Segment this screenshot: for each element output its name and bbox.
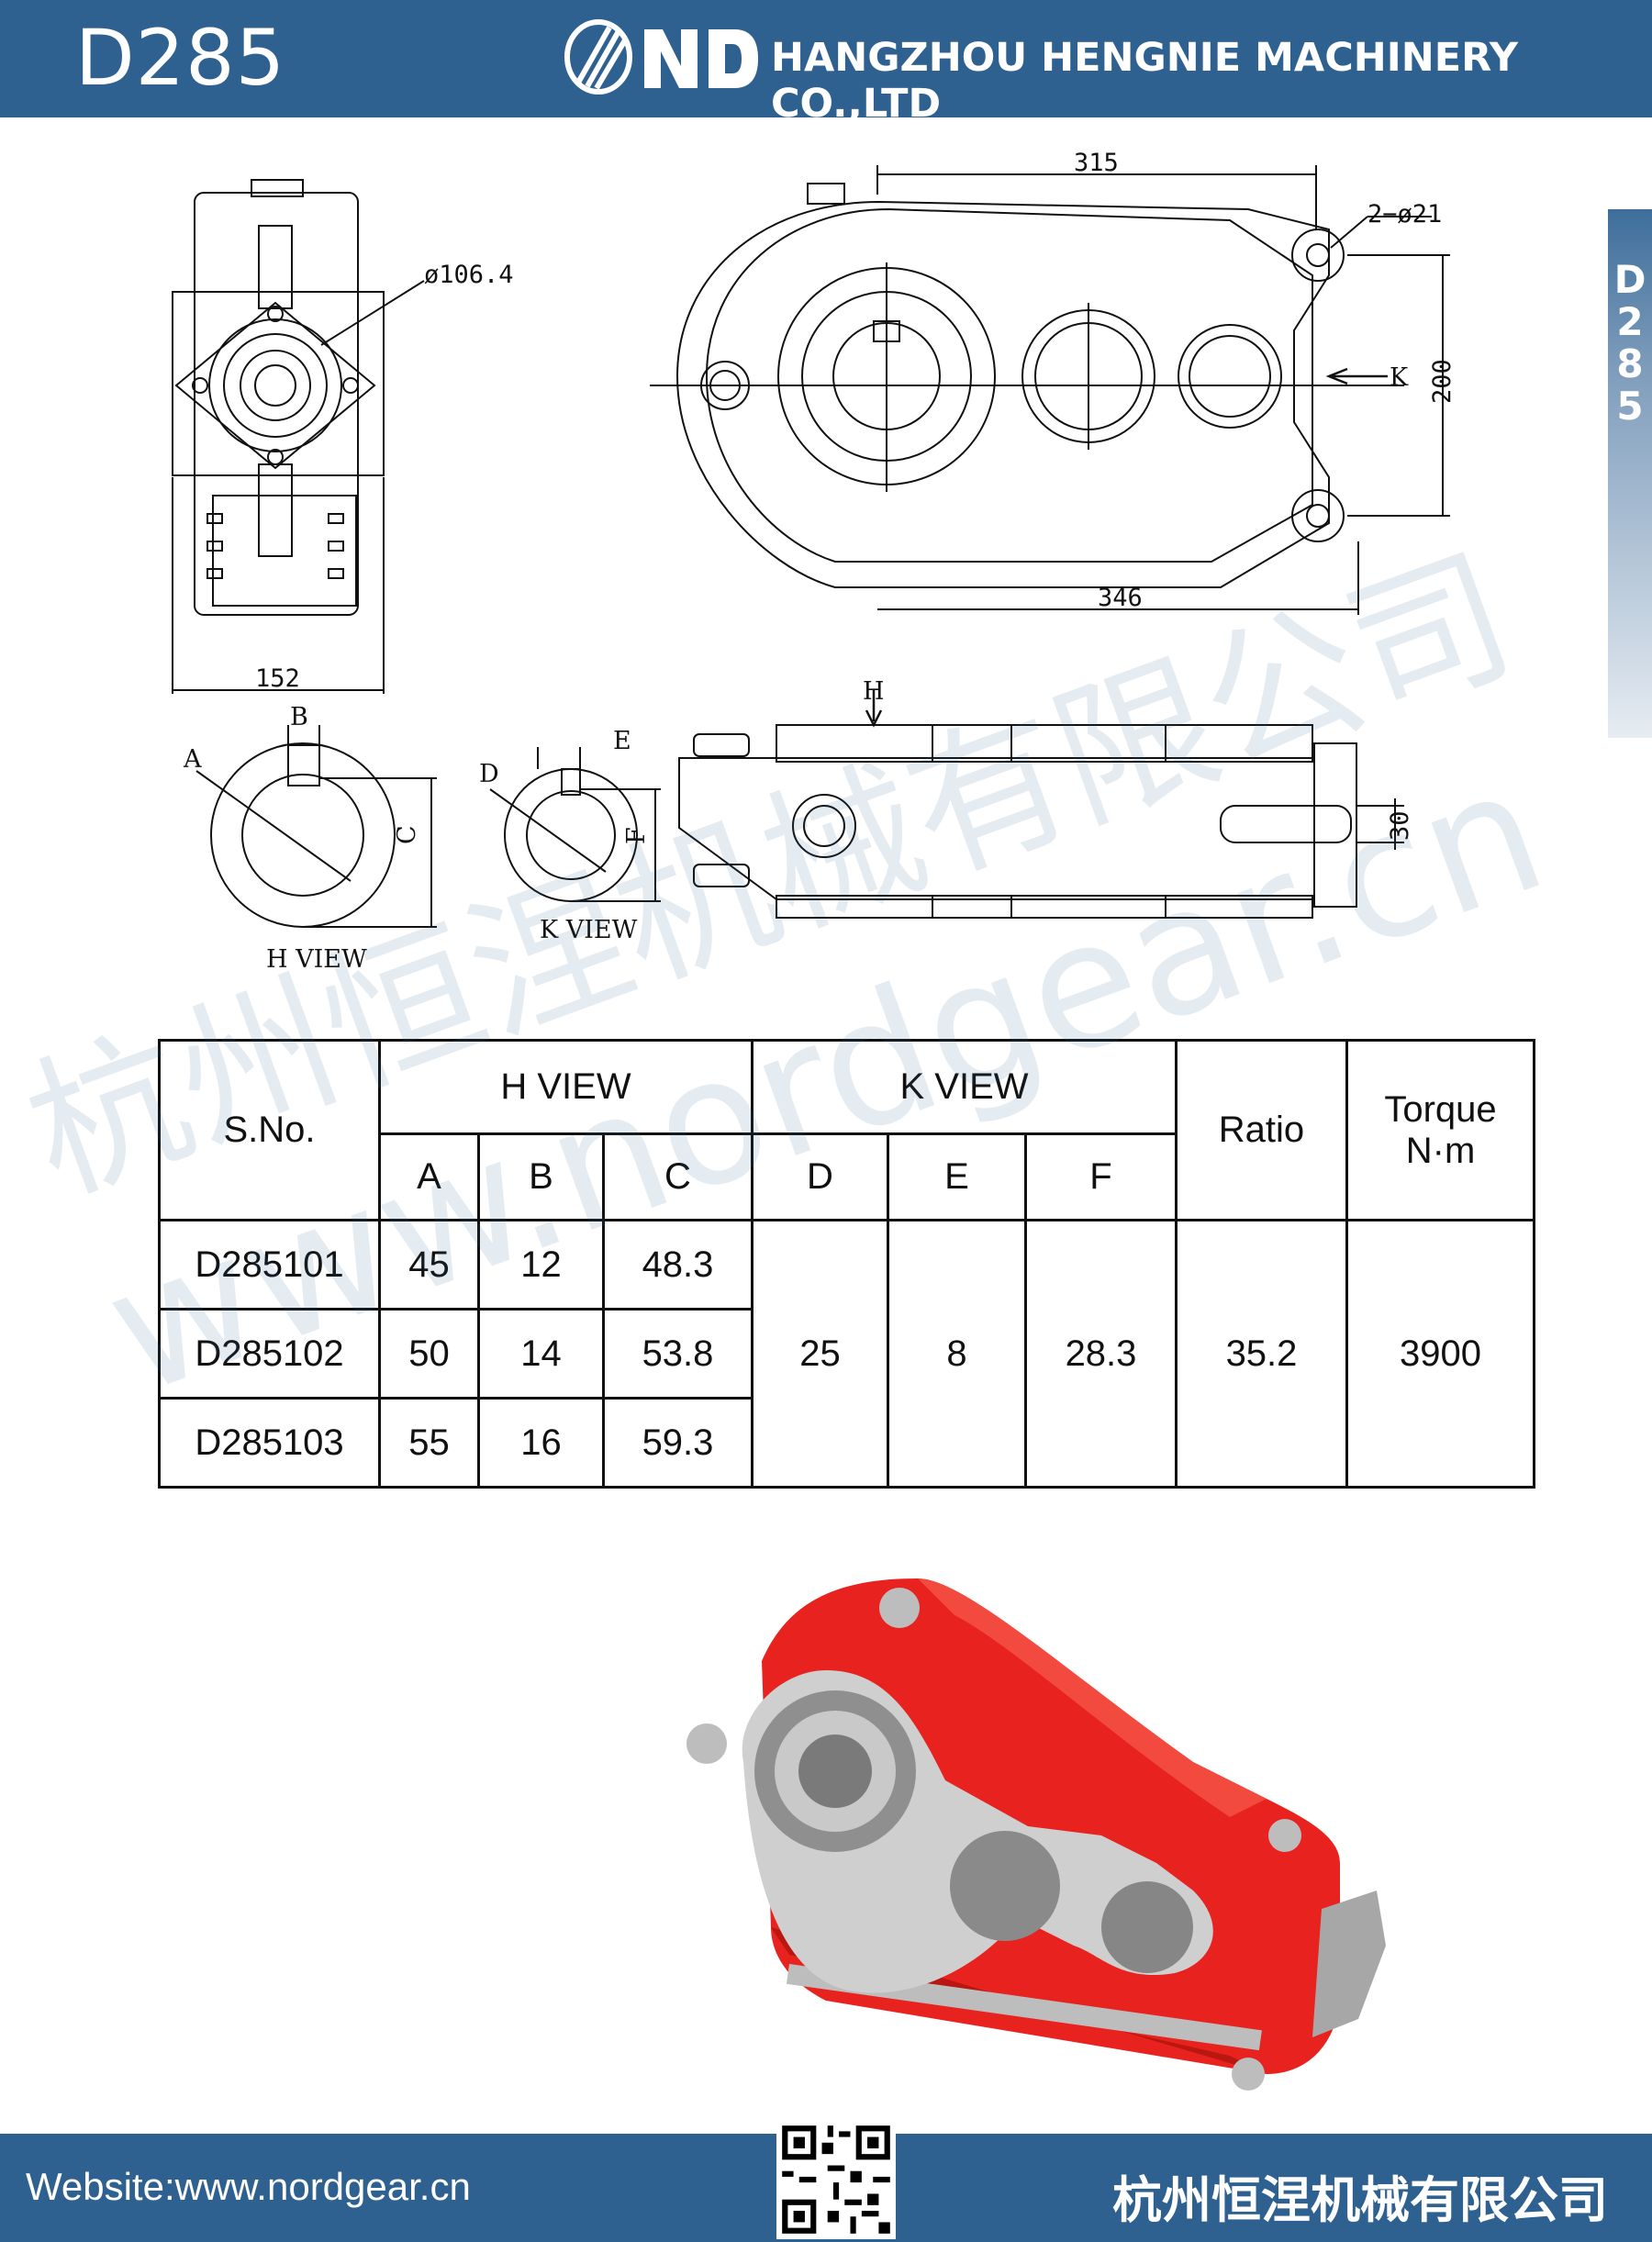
header-torque-label: Torque [1384,1088,1497,1130]
header-c: C [602,1132,753,1221]
cell-torque: 3900 [1345,1219,1535,1489]
header-torque-unit: N·m [1405,1130,1476,1171]
table-row: D285103 55 16 59.3 [158,1397,1535,1489]
side-letter: D [1613,257,1646,302]
cell-b: 16 [477,1397,605,1489]
dim-152: 152 [255,664,300,693]
product-photo [686,1578,1386,2091]
cell-c: 48.3 [602,1219,753,1311]
table-row: D285102 50 14 53.8 [158,1308,1535,1400]
cell-a: 45 [378,1219,480,1311]
cell-c: 59.3 [602,1397,753,1489]
top-view-drawing [678,690,1404,919]
dim-diameter: ø106.4 [424,261,514,289]
label-a: A [183,745,202,774]
header-ratio: Ratio [1175,1039,1348,1221]
side-model-tab: D 2 8 5 [1608,209,1652,738]
dim-315: 315 [1074,149,1119,177]
cell-a: 55 [378,1397,480,1489]
dim-holes: 2−ø21 [1367,200,1442,229]
k-view-drawing [489,747,661,902]
header-k-view: K VIEW [751,1039,1178,1135]
cell-f: 28.3 [1024,1219,1178,1489]
header-b: B [477,1132,605,1221]
company-name-cn: 杭州恒涅机械有限公司 [1112,2171,1608,2229]
cell-d: 25 [751,1219,889,1489]
cell-b: 14 [477,1308,605,1400]
header-e: E [887,1132,1027,1221]
cell-sno: D285101 [158,1219,381,1311]
cell-ratio: 35.2 [1175,1219,1348,1489]
cell-sno: D285102 [158,1308,381,1400]
label-e: E [613,727,631,755]
label-b: B [290,703,308,731]
label-h: H [863,677,885,706]
label-d: D [479,760,499,788]
header-torque: Torque N·m [1345,1039,1535,1221]
cell-c: 53.8 [602,1308,753,1400]
dim-200: 200 [1428,359,1457,404]
dim-346: 346 [1098,584,1143,612]
header-h-view: H VIEW [378,1039,753,1135]
header-sno: S.No. [158,1039,381,1221]
qr-code [776,2120,896,2239]
side-view-drawing [172,179,425,694]
h-view-drawing [195,725,437,928]
label-c: C [393,825,421,844]
cell-sno: D285103 [158,1397,381,1489]
k-view-label: K VIEW [540,916,638,944]
h-view-label: H VIEW [266,945,367,974]
label-k: K [1390,363,1409,392]
label-f: F [622,827,651,844]
spec-table: S.No. H VIEW K VIEW Ratio Torque N·m A B… [158,1039,1535,1489]
cell-e: 8 [887,1219,1027,1489]
header-bar: D285 HANGZHOU HENGNIE MACHINERY CO.,LTD [0,0,1652,127]
technical-drawing: 152 ø106.4 315 2−ø21 346 200 K [172,149,1457,974]
side-letter: 8 [1616,341,1644,386]
side-letter: 2 [1616,299,1644,344]
header-f: F [1024,1132,1178,1221]
company-name-en: HANGZHOU HENGNIE MACHINERY CO.,LTD [771,35,1518,127]
cell-b: 12 [477,1219,605,1311]
table-row: D285101 45 12 48.3 25 8 28.3 35.2 3900 [158,1219,1535,1489]
cell-a: 50 [378,1308,480,1400]
header-a: A [378,1132,480,1221]
model-title: D285 [75,13,286,103]
front-view-drawing [650,165,1450,615]
side-letter: 5 [1616,384,1644,429]
website-link[interactable]: Website:www.nordgear.cn [26,2165,471,2208]
dim-30: 30 [1386,810,1414,841]
header-d: D [751,1132,889,1221]
company-logo [564,19,758,95]
